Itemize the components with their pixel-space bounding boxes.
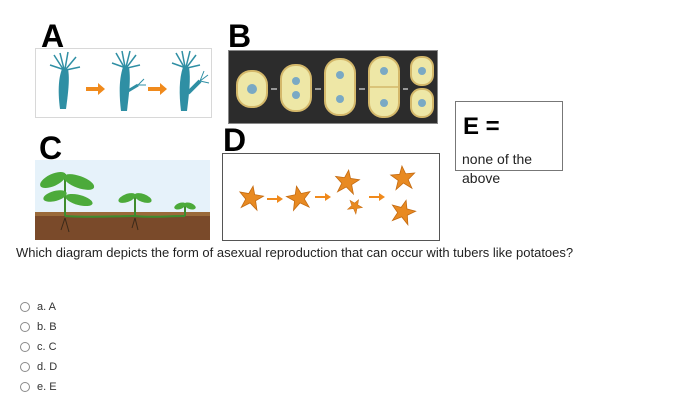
answer-options: a. A b. B c. C d. D e. E [20,297,57,397]
option-label: b. B [37,321,57,333]
option-label: a. A [37,301,56,313]
option-d[interactable]: d. D [20,357,57,377]
diagram-b-binary-fission [228,50,438,124]
option-label: e. E [37,381,57,393]
e-box-title: E = [463,113,500,140]
radio-button[interactable] [20,302,30,312]
radio-button[interactable] [20,382,30,392]
diagram-a-hydra-budding [35,48,212,118]
label-a: A [41,18,65,54]
option-b[interactable]: b. B [20,317,57,337]
label-b: B [228,18,252,54]
option-c[interactable]: c. C [20,337,57,357]
option-label: c. C [37,341,57,353]
diagram-c-vegetative-propagation [35,160,210,240]
label-c: C [39,130,63,166]
radio-button[interactable] [20,322,30,332]
option-label: d. D [37,361,58,373]
radio-button[interactable] [20,362,30,372]
option-a[interactable]: a. A [20,297,57,317]
question-text: Which diagram depicts the form of asexua… [16,245,574,260]
diagram-d-sea-star-regeneration [222,153,440,241]
option-e[interactable]: e. E [20,377,57,397]
e-box-text: none of the above [462,151,533,186]
radio-button[interactable] [20,342,30,352]
option-e-box: E = none of the above [455,101,563,186]
label-d: D [223,122,247,158]
